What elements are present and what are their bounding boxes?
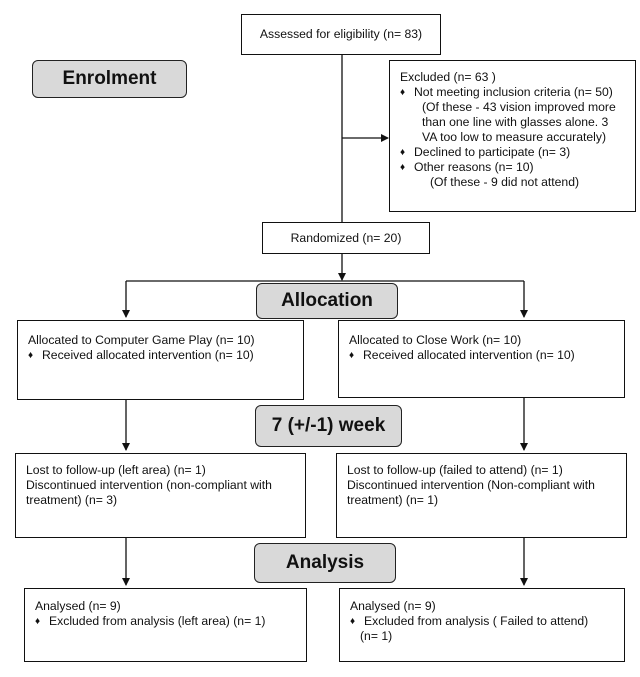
left-analysis-bullet: Excluded from analysis (left area) (n= 1… [49,614,266,628]
left-followup-line: Lost to follow-up (left area) (n= 1) [26,463,206,477]
left-allocation-bullet: Received allocated intervention (n= 10) [42,348,254,362]
excluded-detail: (Of these - 43 vision improved more [422,100,616,114]
excluded-detail: (Of these - 9 did not attend) [430,175,580,189]
left-allocation-box: Allocated to Computer Game Play (n= 10) … [17,320,304,400]
bullet-diamond-icon: ♦ [400,147,406,158]
excluded-item-declined: ♦ Declined to participate (n= 3) [400,145,625,160]
left-analysis-box: Analysed (n= 9) ♦ Excluded from analysis… [24,588,307,662]
left-allocation-received: ♦ Received allocated intervention (n= 10… [28,348,293,363]
stage-allocation-label: Allocation [281,290,373,311]
excluded-detail: VA too low to measure accurately) [422,130,607,144]
excluded-detail: than one line with glasses alone. 3 [422,115,609,129]
bullet-diamond-icon: ♦ [28,350,34,361]
left-followup-line: Discontinued intervention (non-compliant… [26,478,272,492]
right-followup-box: Lost to follow-up (failed to attend) (n=… [336,453,627,538]
left-analysis-title: Analysed (n= 9) [35,599,121,613]
excluded-box: Excluded (n= 63 ) ♦ Not meeting inclusio… [389,60,636,212]
right-allocation-title: Allocated to Close Work (n= 10) [349,333,522,347]
bullet-diamond-icon: ♦ [400,162,406,173]
stage-analysis: Analysis [254,543,396,583]
left-analysis-excluded: ♦ Excluded from analysis (left area) (n=… [35,614,296,629]
right-analysis-bullet: Excluded from analysis ( Failed to atten… [364,614,589,628]
excluded-item-label: Other reasons (n= 10) [414,160,534,174]
excluded-item-label: Not meeting inclusion criteria (n= 50) [414,85,613,99]
assessed-text: Assessed for eligibility (n= 83) [259,27,423,41]
right-allocation-received: ♦ Received allocated intervention (n= 10… [349,348,614,363]
stage-analysis-label: Analysis [285,552,365,573]
assessed-box: Assessed for eligibility (n= 83) [241,14,441,55]
right-followup-line: treatment) (n= 1) [347,493,439,507]
stage-followup: 7 (+/-1) week [255,405,402,447]
left-allocation-title: Allocated to Computer Game Play (n= 10) [28,333,255,347]
excluded-title: Excluded (n= 63 ) [400,70,496,84]
left-followup-line: treatment) (n= 3) [26,493,118,507]
right-analysis-title: Analysed (n= 9) [350,599,436,613]
bullet-diamond-icon: ♦ [349,350,355,361]
right-followup-line: Lost to follow-up (failed to attend) (n=… [347,463,563,477]
right-analysis-bullet-cont: (n= 1) [360,629,393,643]
excluded-item-other: ♦ Other reasons (n= 10) [400,160,625,175]
bullet-diamond-icon: ♦ [350,616,356,627]
right-analysis-excluded: ♦ Excluded from analysis ( Failed to att… [350,614,614,629]
right-allocation-box: Allocated to Close Work (n= 10) ♦ Receiv… [338,320,625,398]
randomized-box: Randomized (n= 20) [262,222,430,254]
excluded-item-inclusion: ♦ Not meeting inclusion criteria (n= 50) [400,85,625,100]
stage-enrolment: Enrolment [32,60,187,98]
left-followup-box: Lost to follow-up (left area) (n= 1) Dis… [15,453,306,538]
stage-enrolment-label: Enrolment [62,68,157,89]
right-allocation-bullet: Received allocated intervention (n= 10) [363,348,575,362]
right-analysis-box: Analysed (n= 9) ♦ Excluded from analysis… [339,588,625,662]
excluded-item-label: Declined to participate (n= 3) [414,145,571,159]
bullet-diamond-icon: ♦ [35,616,41,627]
bullet-diamond-icon: ♦ [400,87,406,98]
right-followup-line: Discontinued intervention (Non-compliant… [347,478,595,492]
stage-allocation: Allocation [256,283,398,319]
stage-followup-label: 7 (+/-1) week [271,415,386,436]
randomized-text: Randomized (n= 20) [290,230,402,245]
